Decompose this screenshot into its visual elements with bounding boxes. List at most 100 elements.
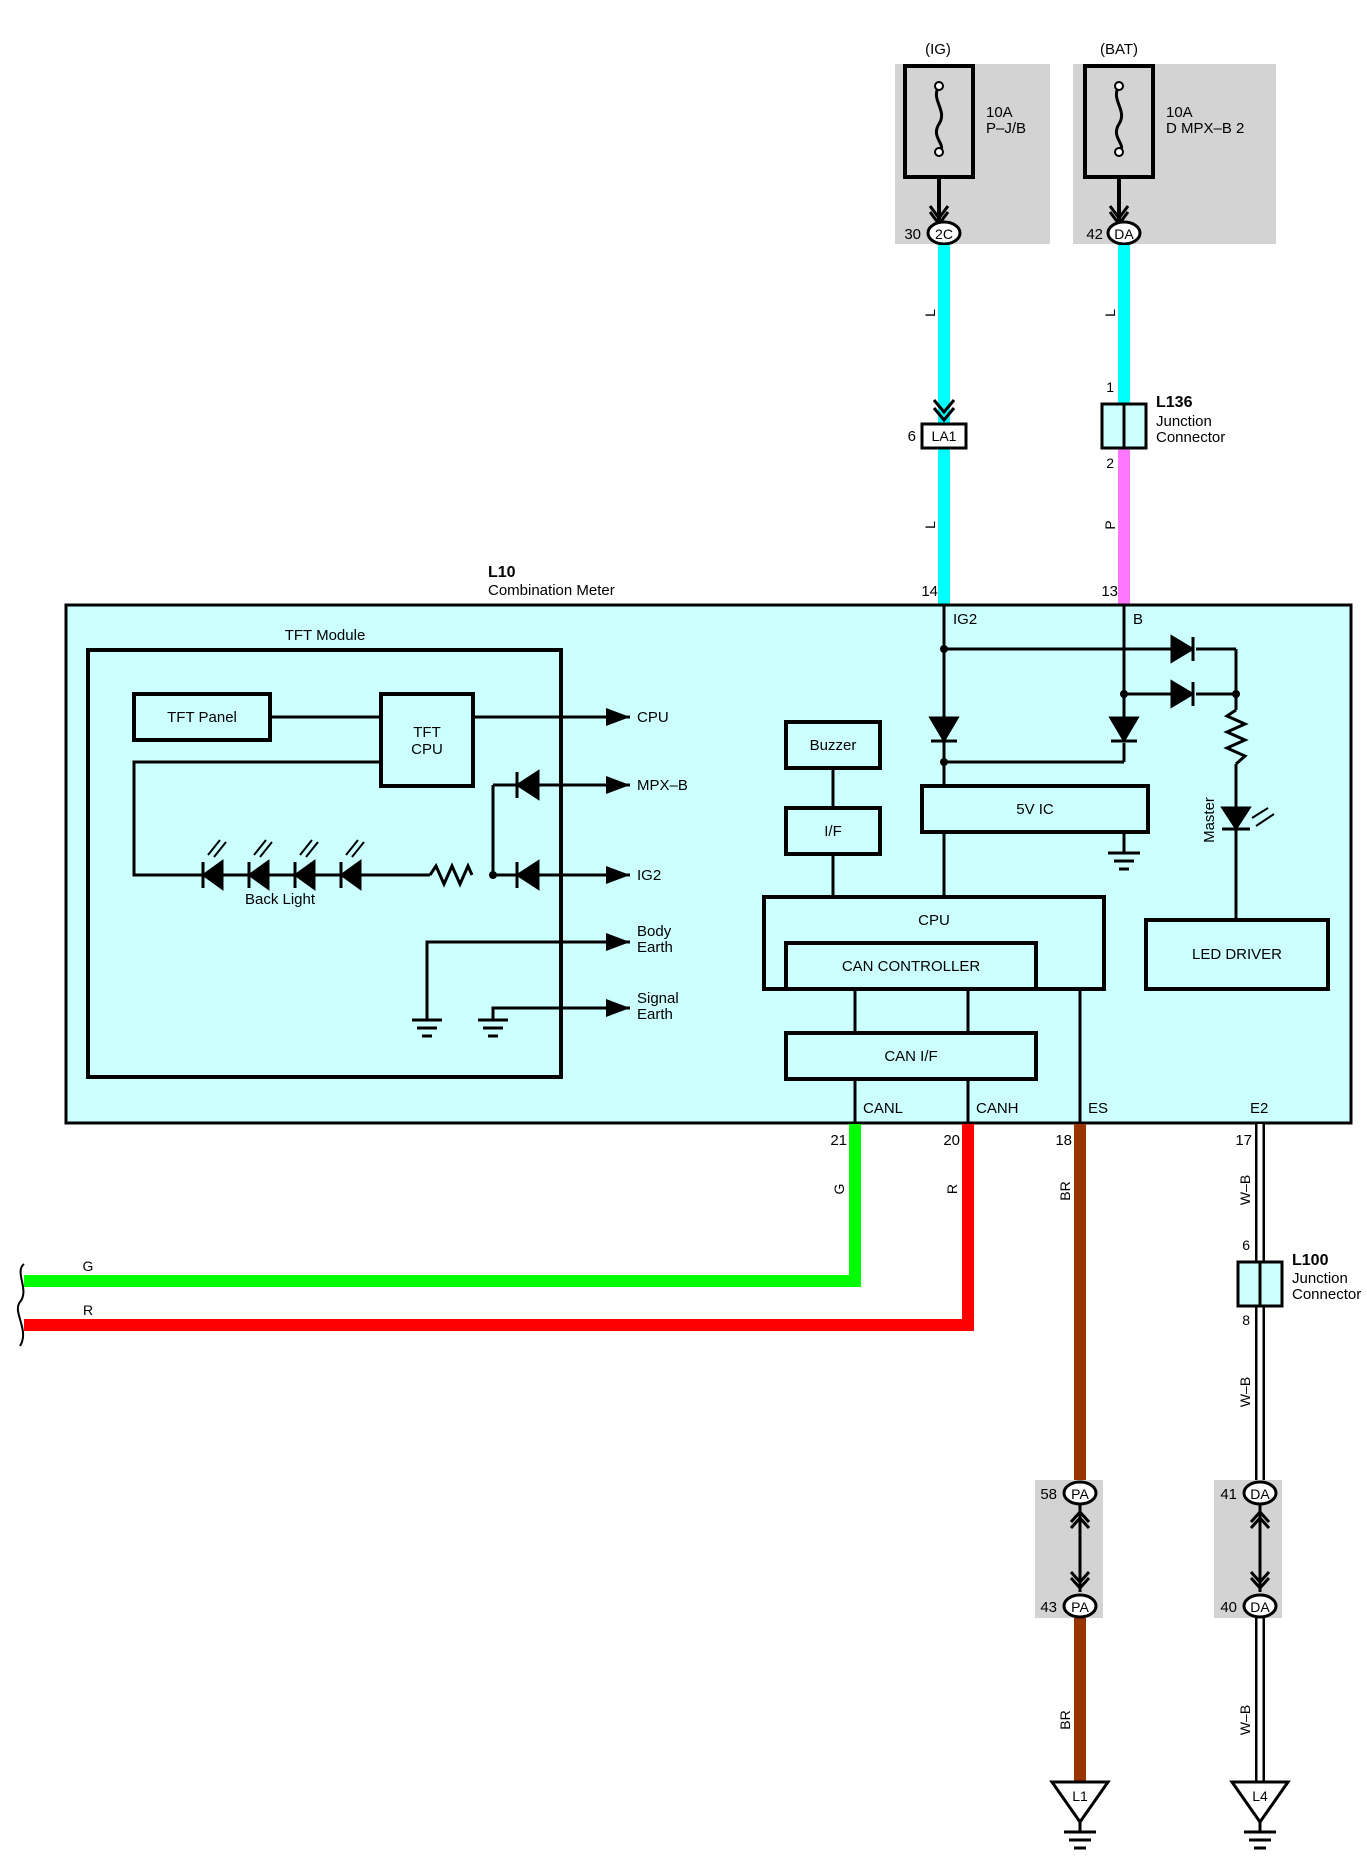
tft-out-sig1: Signal [637, 990, 679, 1007]
tft-module-title: TFT Module [285, 627, 366, 644]
tft-out-mpxb: MPX–B [637, 777, 688, 794]
es-label: ES [1088, 1100, 1108, 1117]
fuse-bat-pin: 42 [1086, 226, 1103, 243]
l10-pin-ig2: 14 [921, 583, 938, 600]
connector-la1-pin: 6 [908, 428, 916, 445]
can-controller-box [784, 941, 1038, 991]
wire-break-icon [17, 1263, 25, 1347]
wire-label-wb-1: W–B [1237, 1175, 1253, 1205]
tft-out-body2: Earth [637, 939, 673, 956]
connector-da-bottom-top-label: DA [1250, 1486, 1270, 1502]
connector-da-top-label: DA [1114, 226, 1134, 242]
wire-label-g-left: G [83, 1258, 94, 1274]
ground-l1-label: L1 [1072, 1788, 1088, 1804]
master-led-icon [1220, 806, 1275, 831]
fuse-ig-rating: 10A [986, 104, 1013, 121]
wire-label-br-2: BR [1057, 1710, 1073, 1729]
pa-box [1035, 1480, 1103, 1618]
backlight-led-icon [201, 859, 362, 891]
tft-diodes-icon [515, 769, 540, 891]
l10-name: Combination Meter [488, 582, 615, 599]
tft-cpu-line1: TFT [413, 724, 441, 741]
led-driver-label: LED DRIVER [1192, 946, 1282, 963]
l100-line2: Connector [1292, 1286, 1361, 1303]
fuse-ig-pin: 30 [904, 226, 921, 243]
l100-pin-out: 8 [1242, 1312, 1250, 1328]
backlight-rays-icon [207, 839, 365, 858]
pa-pin-bottom: 43 [1040, 1599, 1057, 1616]
e2-label: E2 [1250, 1100, 1268, 1117]
canl-pin: 21 [830, 1132, 847, 1149]
can-if-label: CAN I/F [884, 1048, 937, 1065]
connector-da-bottom-bottom-label: DA [1250, 1599, 1270, 1615]
fuse-bat-icon [1083, 64, 1155, 227]
tft-out-body1: Body [637, 923, 672, 940]
canh-label: CANH [976, 1100, 1019, 1117]
ic5v-ground-icon [1108, 843, 1140, 871]
junction-dot-1 [489, 871, 497, 879]
cpu-label: CPU [918, 912, 950, 929]
connector-pa-top [1062, 1480, 1098, 1506]
l136-pin-in: 1 [1106, 379, 1114, 395]
canl-label: CANL [863, 1100, 903, 1117]
wire-label-r: R [944, 1184, 960, 1194]
internal-diodes-icon [928, 634, 1195, 743]
ic5v-box [920, 784, 1150, 834]
pa-connector-icon [1069, 1505, 1091, 1592]
ground-l4-label: L4 [1252, 1788, 1268, 1804]
wire-label-wb-2: W–B [1237, 1377, 1253, 1407]
can-if-box [784, 1031, 1038, 1081]
wire-label-g: G [831, 1184, 847, 1195]
connector-da-top [1106, 220, 1142, 246]
es-pin: 18 [1055, 1132, 1072, 1149]
connector-da-bottom-bottom [1242, 1593, 1278, 1619]
fuse-bat-rating: 10A [1166, 104, 1193, 121]
tft-panel-label: TFT Panel [167, 709, 237, 726]
connector-pa-bottom [1062, 1593, 1098, 1619]
connector-la1-label: LA1 [932, 428, 957, 444]
can-controller-label: CAN CONTROLLER [842, 958, 981, 975]
if-label: I/F [824, 823, 842, 840]
wire-label-r-left: R [83, 1302, 93, 1318]
da-pin-top: 41 [1220, 1486, 1237, 1503]
tft-ground-icon [412, 1018, 508, 1038]
internal-wiring [831, 605, 1238, 1123]
l136-line1: Junction [1156, 413, 1212, 430]
wire-label-wb-3: W–B [1237, 1705, 1253, 1735]
l10-pin-b: 13 [1101, 583, 1118, 600]
wire-can-high [24, 1124, 974, 1331]
internal-junction-dots [940, 645, 1240, 766]
connector-2c-label: 2C [935, 226, 953, 242]
resistor-backlight-icon [428, 862, 474, 888]
connector-da-bottom-top [1242, 1480, 1278, 1506]
wire-label-l-2: L [1102, 309, 1118, 317]
pa-pin-top: 58 [1040, 1486, 1057, 1503]
da-pin-bottom: 40 [1220, 1599, 1237, 1616]
tft-cpu-box [379, 692, 475, 788]
b-label: B [1133, 611, 1143, 628]
wire-label-br-1: BR [1057, 1181, 1073, 1200]
backlight-label: Back Light [245, 891, 316, 908]
tft-out-sig2: Earth [637, 1006, 673, 1023]
l136-pin-out: 2 [1106, 455, 1114, 471]
master-label: Master [1201, 797, 1218, 843]
connector-pa-bottom-label: PA [1071, 1599, 1089, 1615]
l10-id: L10 [488, 564, 516, 581]
fuse-box-bat [1073, 64, 1276, 244]
da-connector-icon [1249, 1505, 1271, 1592]
l100-pin-in: 6 [1242, 1237, 1250, 1253]
led-driver-box [1144, 918, 1330, 991]
tft-cpu-line2: CPU [411, 741, 443, 758]
fuse-bat-source: (BAT) [1100, 41, 1138, 58]
wire-can-low [24, 1124, 861, 1287]
l100-line1: Junction [1292, 1270, 1348, 1287]
l136-id: L136 [1156, 394, 1193, 411]
da-box [1214, 1480, 1282, 1618]
fuse-bat-name: D MPX–B 2 [1166, 120, 1244, 137]
fuse-ig-source: (IG) [925, 41, 951, 58]
ic5v-label: 5V IC [1016, 801, 1054, 818]
connector-2c [926, 220, 962, 246]
canh-pin: 20 [943, 1132, 960, 1149]
wire-label-l-3: L [922, 521, 938, 529]
tft-module-box [86, 648, 563, 1079]
